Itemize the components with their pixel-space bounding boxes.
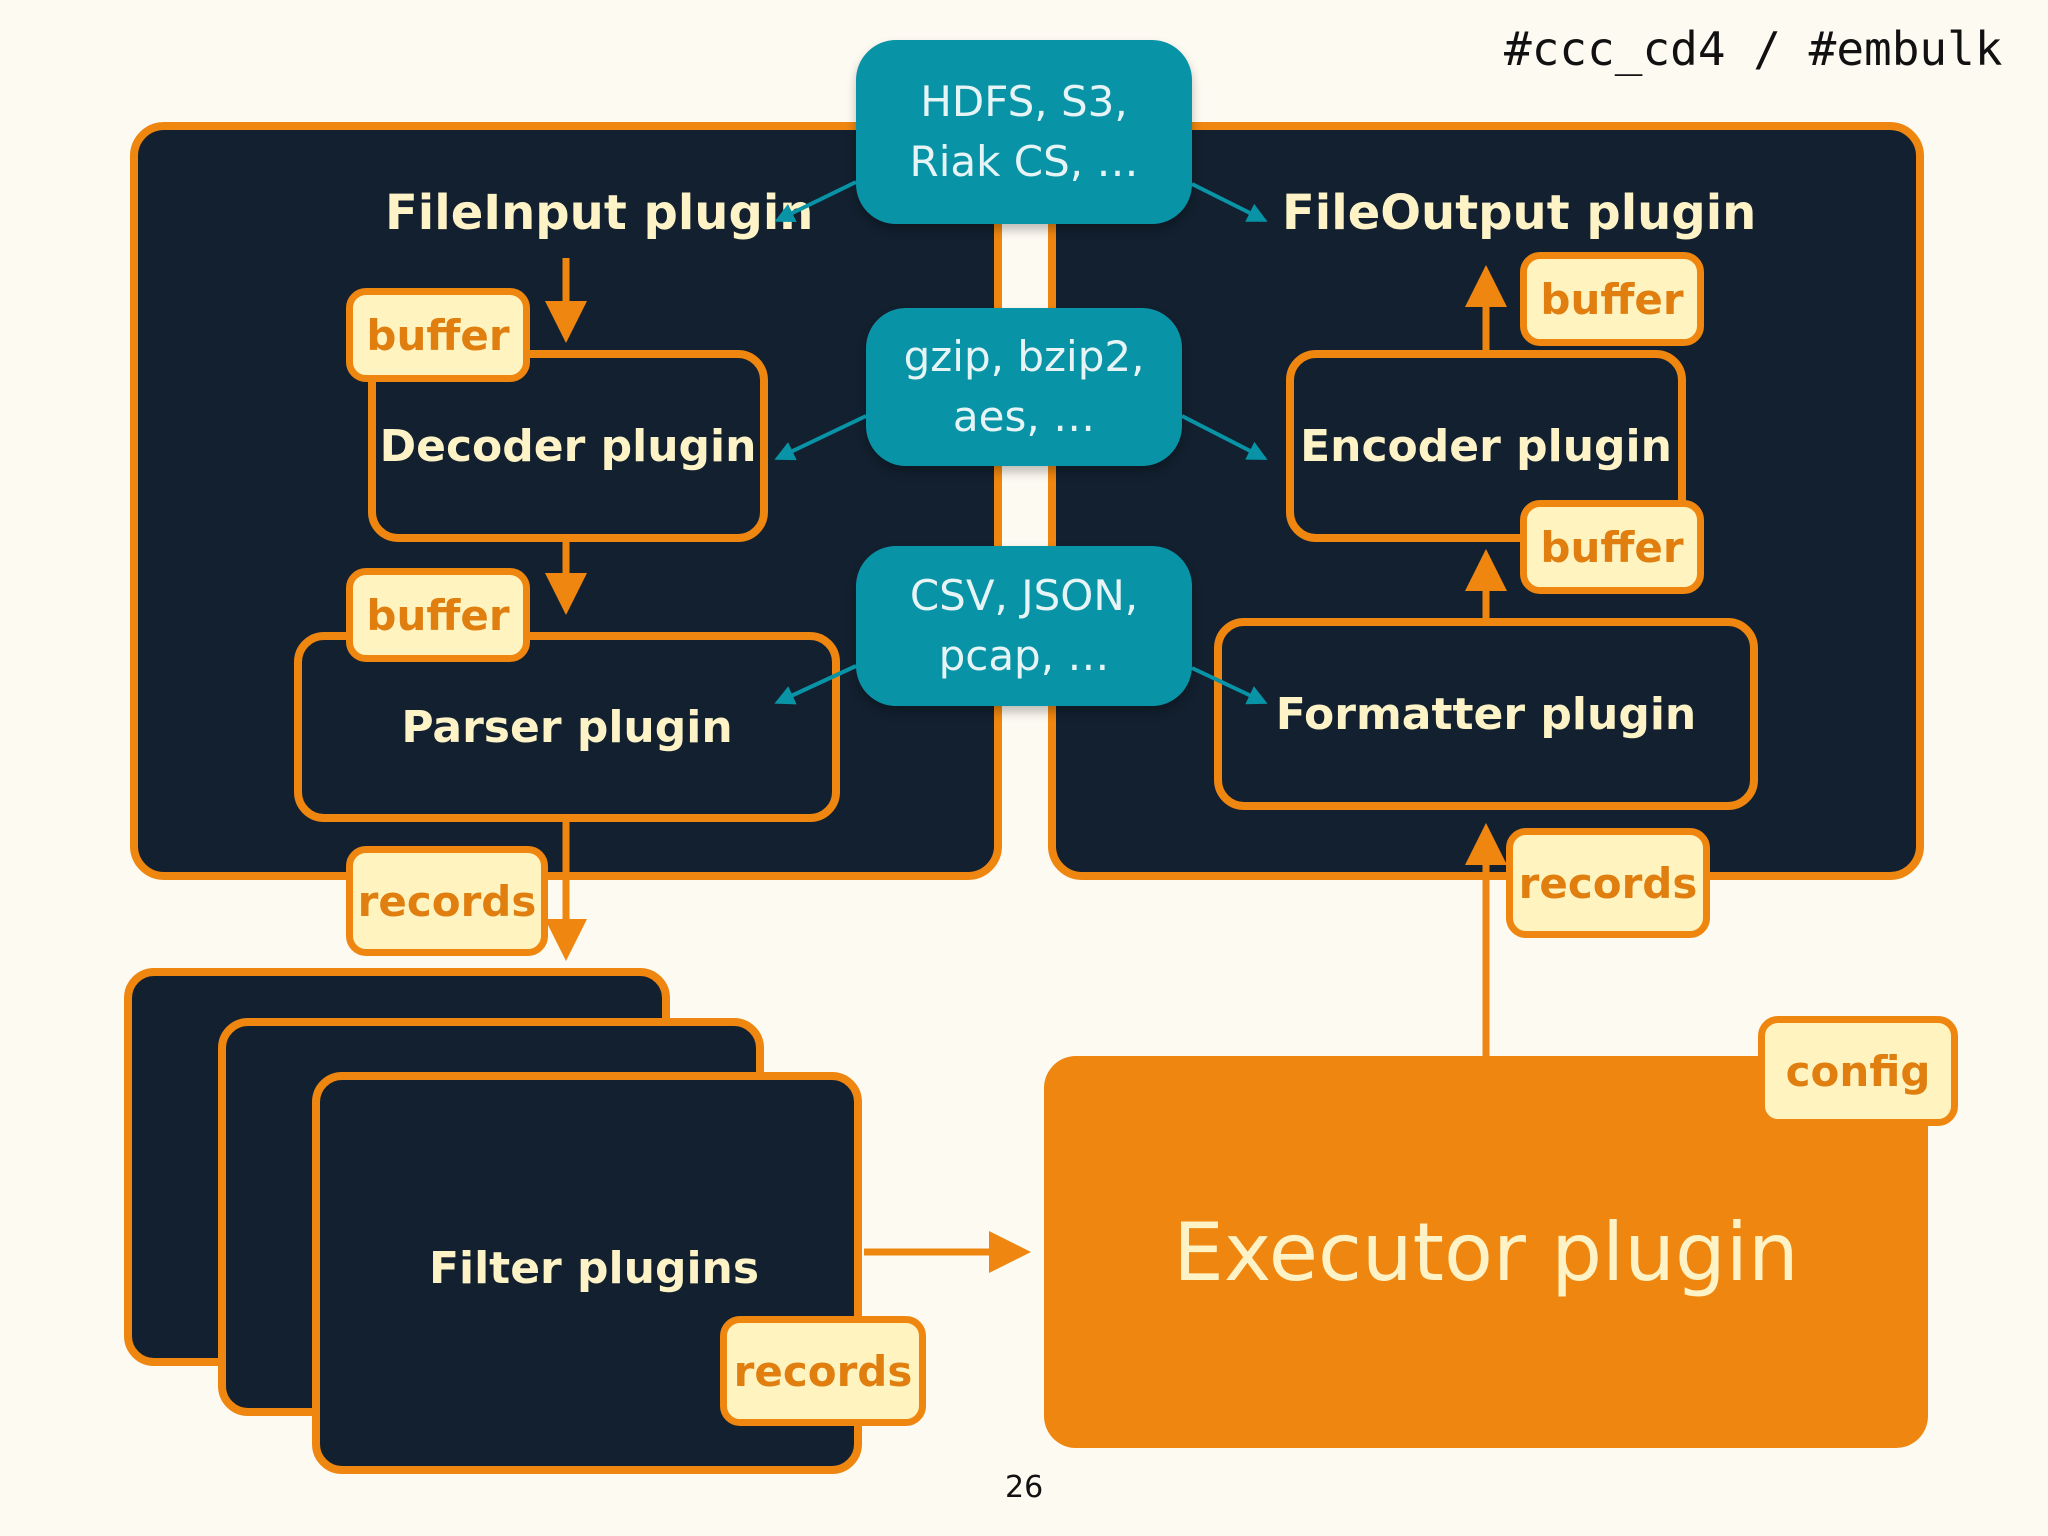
arrow-formats-to-formatter <box>1191 666 1268 705</box>
page-number: 26 <box>1005 1470 1044 1505</box>
arrow-storage-to-fileinput <box>774 180 857 222</box>
buffer-tag-parser: buffer <box>346 568 530 662</box>
executor-plugin-label: Executor plugin <box>1173 1205 1799 1299</box>
hashtag-header: #ccc_cd4 / #embulk <box>1504 22 2003 76</box>
fileoutput-plugin-title: FileOutput plugin <box>1282 185 1757 241</box>
buffer-tag-encoder: buffer <box>1520 500 1704 594</box>
formatter-plugin-box: Formatter plugin <box>1214 618 1758 810</box>
records-tag-filters: records <box>720 1316 926 1426</box>
filter-plugins-label: Filter plugins <box>428 1242 760 1294</box>
config-tag-executor: config <box>1758 1016 1958 1126</box>
buffer-tag-fileoutput: buffer <box>1520 252 1704 346</box>
format-options-box: CSV, JSON, pcap, … <box>856 546 1192 706</box>
decoder-plugin-label: Decoder plugin <box>379 420 757 472</box>
parser-plugin-box: Parser plugin <box>294 632 840 822</box>
arrow-compression-to-decoder <box>774 414 867 461</box>
arrow-storage-to-fileoutput <box>1191 182 1268 222</box>
decoder-plugin-box: Decoder plugin <box>368 350 768 542</box>
encoder-plugin-box: Encoder plugin <box>1286 350 1686 542</box>
parser-plugin-label: Parser plugin <box>401 701 733 753</box>
arrow-formats-to-parser <box>774 664 857 705</box>
encoder-plugin-label: Encoder plugin <box>1300 420 1672 472</box>
fileinput-plugin-title: FileInput plugin <box>385 185 814 241</box>
storage-options-box: HDFS, S3, Riak CS, … <box>856 40 1192 224</box>
buffer-tag-decoder: buffer <box>346 288 530 382</box>
formatter-plugin-label: Formatter plugin <box>1275 688 1697 740</box>
records-tag-formatter: records <box>1506 828 1710 938</box>
compression-options-box: gzip, bzip2, aes, … <box>866 308 1182 466</box>
records-tag-parser: records <box>346 846 548 956</box>
arrow-compression-to-encoder <box>1181 414 1268 460</box>
